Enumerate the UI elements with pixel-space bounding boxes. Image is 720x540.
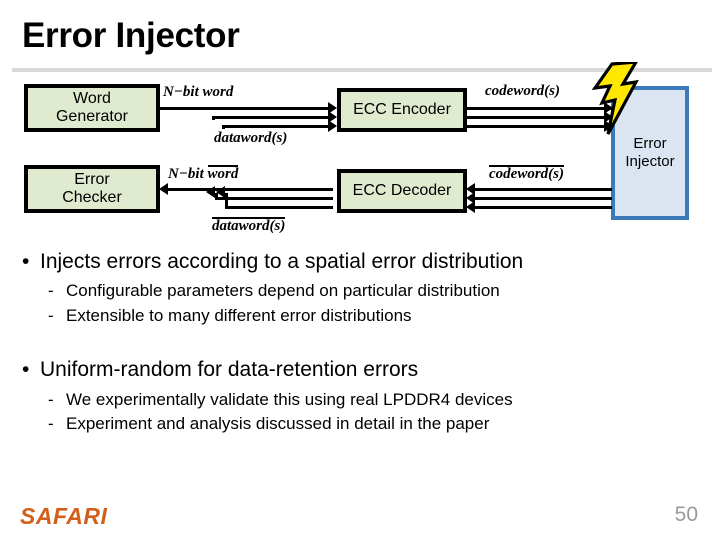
title-divider: [12, 68, 712, 72]
block-error-injector: Error Injector: [611, 86, 689, 220]
bullet-sub-2-2: Experiment and analysis discussed in det…: [0, 412, 720, 436]
block-error-injector-line2: Injector: [625, 153, 675, 170]
block-error-checker-line2: Checker: [62, 189, 122, 206]
block-word-generator: Word Generator: [24, 84, 160, 132]
wire-codeword-top-1: [467, 107, 612, 110]
wire-label-nbit-word-top: N−bit word: [163, 84, 234, 100]
wire-dataword-top-riser-2: [222, 125, 225, 129]
bullet-main-2: Uniform-random for data-retention errors: [0, 356, 720, 384]
wire-dataword-top-2: [222, 125, 330, 128]
block-ecc-encoder: ECC Encoder: [337, 88, 467, 132]
wire-codeword-top-3: [467, 125, 612, 128]
arrowhead-codeword-bottom-1: [466, 183, 475, 195]
arrowhead-codeword-top-2: [604, 111, 613, 123]
block-ecc-decoder: ECC Decoder: [337, 169, 467, 213]
wire-codeword-bottom-2: [475, 197, 612, 200]
wire-label-dataword-bottom: dataword(s): [212, 217, 286, 235]
wire-label-codeword-bottom: codeword(s): [489, 165, 564, 183]
error-injector-diagram: Word Generator Error Checker ECC Encoder…: [0, 62, 720, 242]
block-error-checker-line1: Error: [74, 171, 110, 189]
block-error-injector-line1: Error: [633, 135, 667, 153]
block-word-generator-line1: Word: [73, 90, 111, 108]
wire-codeword-bottom-3: [475, 206, 612, 209]
bullet-sub-1-1: Configurable parameters depend on partic…: [0, 279, 720, 303]
wire-codeword-top-2: [467, 116, 612, 119]
wire-nbit-word-top: [160, 107, 330, 110]
block-ecc-encoder-label: ECC Encoder: [353, 101, 451, 119]
bullet-sub-2-1: We experimentally validate this using re…: [0, 388, 720, 412]
page-number: 50: [674, 503, 698, 526]
wire-dataword-top-riser-1: [212, 116, 215, 120]
block-word-generator-label: Word Generator: [56, 90, 128, 126]
page-title: Error Injector: [22, 16, 240, 55]
wire-label-codeword-overlined: codeword(s): [489, 165, 564, 182]
arrowhead-nbit-word-bottom: [159, 183, 168, 195]
arrowhead-nbit-word-top: [328, 102, 337, 114]
bullet-main-1: Injects errors according to a spatial er…: [0, 248, 720, 276]
arrowhead-dataword-bottom-2: [216, 186, 225, 198]
block-error-injector-label: Error Injector: [625, 135, 674, 170]
wire-dataword-top-1: [212, 116, 330, 119]
wire-dataword-bottom-riser-1: [215, 193, 218, 198]
block-error-checker-label: Error Checker: [62, 171, 122, 207]
arrowhead-dataword-bottom-1: [206, 186, 215, 198]
wire-label-nbit-prefix: N−bit: [168, 166, 208, 182]
wire-dataword-bottom-riser-2: [225, 193, 228, 207]
arrowhead-codeword-top-1: [604, 102, 613, 114]
wire-label-nbit-word-bottom: N−bit word: [168, 165, 239, 183]
wire-dataword-bottom-1: [215, 197, 333, 200]
arrowhead-codeword-bottom-2: [466, 192, 475, 204]
wire-label-dataword-top: dataword(s): [214, 130, 288, 146]
arrowhead-dataword-top-1: [328, 111, 337, 123]
wire-nbit-word-bottom: [168, 188, 333, 191]
lightning-bolt-icon: [592, 62, 639, 135]
block-word-generator-line2: Generator: [55, 108, 129, 125]
bullet-group-spacer: [0, 328, 720, 356]
arrowhead-codeword-bottom-3: [466, 201, 475, 213]
wire-dataword-bottom-2: [225, 206, 333, 209]
block-ecc-decoder-label: ECC Decoder: [352, 182, 452, 200]
wire-label-nbit-overlined: word: [207, 165, 239, 182]
arrowhead-dataword-top-2: [328, 120, 337, 132]
safari-logo: SAFARI: [20, 503, 108, 529]
block-error-checker: Error Checker: [24, 165, 160, 213]
wire-label-codeword-top: codeword(s): [485, 83, 560, 99]
slide-body: Injects errors according to a spatial er…: [0, 248, 720, 436]
wire-label-dataword-overlined: dataword(s): [212, 217, 286, 234]
bullet-sub-1-2: Extensible to many different error distr…: [0, 304, 720, 328]
wire-codeword-bottom-1: [475, 188, 612, 191]
